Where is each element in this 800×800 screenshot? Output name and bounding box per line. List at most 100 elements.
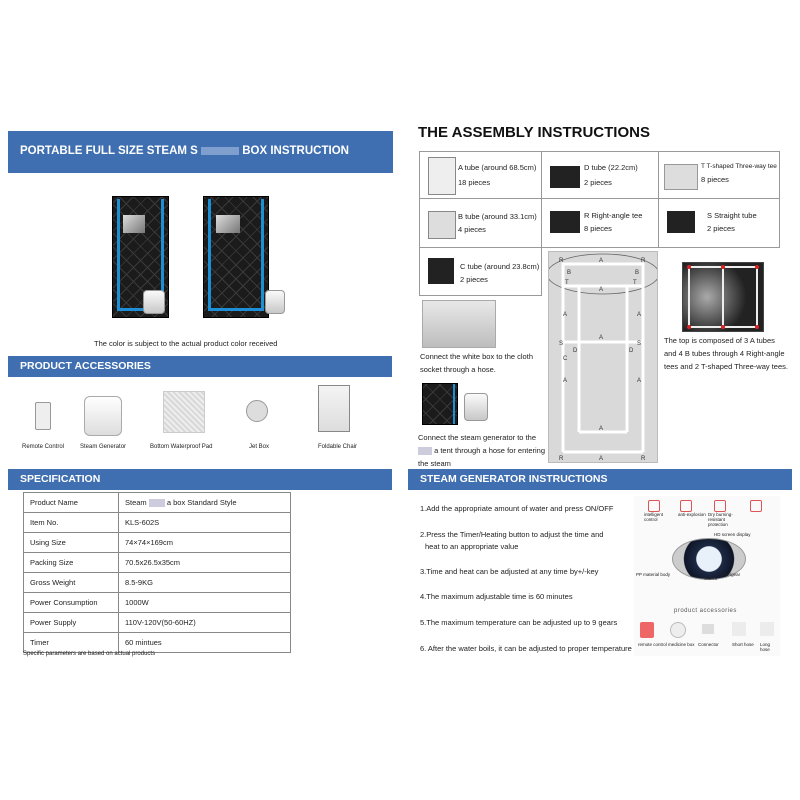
step-4: 4.The maximum adjustable time is 60 minu… <box>420 592 573 601</box>
connect1-line1: Connect the white box to the cloth <box>420 352 533 361</box>
part-qty: 2 pieces <box>584 178 612 187</box>
connect2-line1: Connect the steam generator to the <box>418 433 536 442</box>
spec-key: Power Consumption <box>23 592 119 613</box>
part-name: T T-shaped Three-way tee <box>701 163 777 170</box>
top-frame-photo <box>682 262 764 332</box>
part-qty: 8 pieces <box>584 224 612 233</box>
part-name: R Right-angle tee <box>584 211 643 220</box>
part-qty: 2 pieces <box>460 275 488 284</box>
acc-label-medicine: medicine box <box>668 642 695 647</box>
steam-generator-image <box>143 290 165 314</box>
part-qty: 8 pieces <box>701 175 729 184</box>
svg-text:A: A <box>599 258 603 264</box>
spec-key: Power Supply <box>23 612 119 633</box>
svg-text:T: T <box>565 280 569 286</box>
steam-title: STEAM GENERATOR INSTRUCTIONS <box>408 469 792 490</box>
medicine-box-icon <box>670 622 686 638</box>
power-icon <box>750 500 762 512</box>
spec-table: Product Name Steam a box Standard Style … <box>23 492 291 653</box>
svg-text:R: R <box>559 258 564 264</box>
svg-text:A: A <box>637 312 641 318</box>
part-qty: 4 pieces <box>458 225 486 234</box>
part-cell-d: D tube (22.2cm) 2 pieces <box>541 151 659 199</box>
step-2: 2.Press the Timer/Heating button to adju… <box>420 530 604 539</box>
accessory-label-pad: Bottom Waterproof Pad <box>150 444 213 450</box>
svg-text:A: A <box>599 335 603 341</box>
acc-label-long-hose: Long hose <box>760 642 771 652</box>
connect1-line2: socket through a hose. <box>420 365 496 374</box>
spec-value: 1000W <box>118 592 291 613</box>
accessory-label-remote: Remote Control <box>22 444 65 450</box>
table-row: Product Name Steam a box Standard Style <box>23 492 291 513</box>
long-hose-icon <box>760 622 774 636</box>
spec-key: Timer <box>23 632 119 653</box>
table-row: Item No.KLS-602S <box>23 512 291 533</box>
part-qty: 18 pieces <box>458 178 491 187</box>
part-cell-c: C tube (around 23.8cm) 2 pieces <box>419 247 542 296</box>
control-icon <box>648 500 660 512</box>
step-2-cont: heat to an appropriate value <box>425 542 519 551</box>
part-cell-r: R Right-angle tee 8 pieces <box>541 198 659 248</box>
spec-key: Packing Size <box>23 552 119 573</box>
part-cell-s: S Straight tube 2 pieces <box>658 198 780 248</box>
svg-text:A: A <box>563 378 567 384</box>
svg-text:D: D <box>573 348 578 354</box>
steam-generator-acc-image <box>84 396 122 436</box>
tent-small-image <box>112 196 169 318</box>
accessory-label-jetbox: Jet Box <box>249 444 270 450</box>
svg-text:R: R <box>559 456 564 462</box>
waterproof-pad-image <box>163 391 205 433</box>
top-note-2: and 4 B tubes through 4 Right-angle <box>664 349 785 358</box>
steam-generator-image-2 <box>265 290 285 314</box>
spec-value: 70.5x26.5x35cm <box>118 552 291 573</box>
steam-generator-connection-image <box>464 393 488 421</box>
spec-value-part: Steam <box>125 497 147 507</box>
part-name: D tube (22.2cm) <box>584 163 638 172</box>
label-anti: anti-explosion <box>678 512 706 517</box>
blur-box <box>148 499 165 507</box>
spec-key: Using Size <box>23 532 119 553</box>
explosion-icon <box>680 500 692 512</box>
blur-box <box>201 146 240 155</box>
spec-value-part-2: a box Standard Style <box>166 497 237 507</box>
connector-icon <box>702 624 714 634</box>
svg-text:C: C <box>563 356 568 362</box>
part-cell-t: T T-shaped Three-way tee 8 pieces <box>658 151 780 199</box>
banner-title-pre: PORTABLE FULL SIZE STEAM S <box>20 145 198 157</box>
part-cell-b: B tube (around 33.1cm) 4 pieces <box>419 198 542 248</box>
label-hd: HD screen display <box>714 532 751 537</box>
label-dry: Dry burning-resistant protection <box>708 512 733 527</box>
step-5: 5.The maximum temperature can be adjuste… <box>420 618 618 627</box>
svg-text:D: D <box>629 348 634 354</box>
label-pp: PP material body <box>636 572 671 577</box>
svg-text:R: R <box>641 456 646 462</box>
spec-key: Item No. <box>23 512 119 533</box>
svg-text:A: A <box>637 378 641 384</box>
step-3: 3.Time and heat can be adjusted at any t… <box>420 567 599 576</box>
spec-value: 60 mintues <box>118 632 291 653</box>
acc-label-short-hose: Short hose <box>732 642 754 647</box>
generator-top-image <box>672 538 746 580</box>
spec-value: 110V-120V(50-60HZ) <box>118 612 291 633</box>
step-1: 1.Add the appropriate amount of water an… <box>420 504 614 513</box>
short-hose-icon <box>732 622 746 636</box>
part-name: C tube (around 23.8cm) <box>460 262 540 271</box>
accessory-label-generator: Steam Generator <box>80 444 127 450</box>
remote-icon <box>640 622 654 638</box>
color-note: The color is subject to the actual produ… <box>94 339 278 348</box>
blur-box <box>418 447 432 456</box>
acc-label-remote: remote control <box>638 642 667 647</box>
svg-text:S: S <box>559 341 563 347</box>
label-switch: Switch <box>704 576 718 581</box>
label-intelligent: intelligent control <box>644 512 664 522</box>
tent-connection-image <box>422 383 458 425</box>
svg-text:S: S <box>637 341 641 347</box>
top-note-3: tees and 2 T-shaped Three-way tees. <box>664 362 788 371</box>
svg-text:B: B <box>567 270 571 276</box>
spec-value: KLS-602S <box>118 512 291 533</box>
svg-text:A: A <box>563 312 567 318</box>
spec-note: Specific parameters are based on actual … <box>23 651 156 657</box>
